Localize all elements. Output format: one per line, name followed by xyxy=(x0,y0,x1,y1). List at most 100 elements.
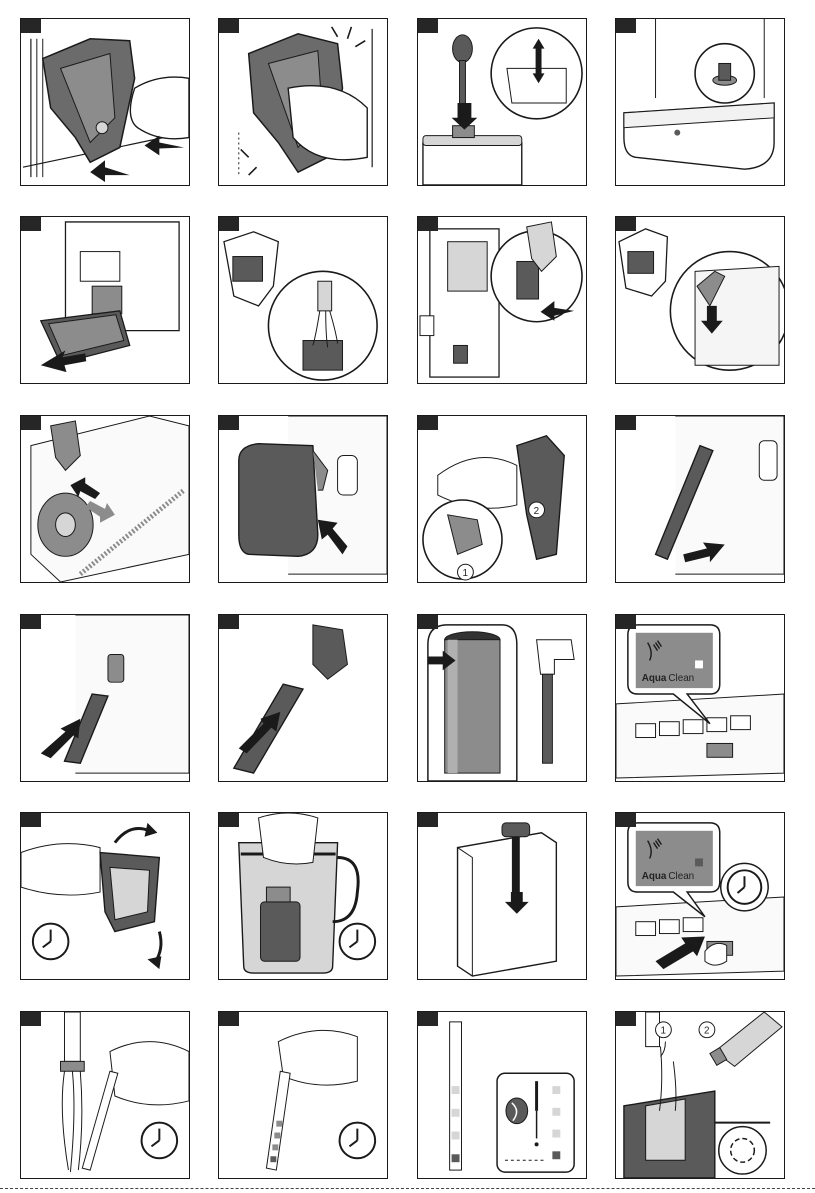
filter-soak-illustration xyxy=(219,813,387,979)
water-tank-icon xyxy=(458,833,557,976)
panel-milk-tube-inspect xyxy=(417,614,587,782)
milk-tube-inspect-illustration xyxy=(418,615,586,781)
machine-icon xyxy=(423,136,522,185)
step-badge xyxy=(616,813,636,827)
hand-icon xyxy=(130,77,189,139)
step-badge xyxy=(21,1012,41,1026)
coffee-funnel-illustration xyxy=(418,19,586,185)
drip-tray-illustration xyxy=(616,19,784,185)
panel-aquaclean-activate: Aqua Clean xyxy=(615,812,785,980)
page-footer-rule xyxy=(0,1188,815,1190)
milk-tube-clean-illustration xyxy=(219,615,387,781)
milk-tube-icon xyxy=(234,625,348,773)
milk-jug-remove-illustration xyxy=(219,416,387,582)
timer-icon xyxy=(340,1123,376,1159)
test-strip-dip-illustration xyxy=(21,1012,189,1178)
tap-icon xyxy=(61,1012,85,1071)
lubricate-rail-illustration xyxy=(616,217,784,383)
step-badge xyxy=(219,416,239,430)
panel-brew-group-insert xyxy=(218,18,388,186)
water-hardness-illustration xyxy=(418,1012,586,1178)
panel-filter-insert xyxy=(417,812,587,980)
step-number-1: 1 xyxy=(660,1026,666,1037)
timer-icon xyxy=(142,1123,178,1159)
brew-group-insert-illustration xyxy=(219,19,387,185)
step-badge xyxy=(21,19,41,33)
step-badge xyxy=(219,217,239,231)
hand-icon xyxy=(278,1030,357,1085)
magnifier-icon xyxy=(491,28,582,119)
panel-milk-jug-remove xyxy=(218,415,388,583)
panel-drip-tray-pull-out xyxy=(20,216,190,384)
panel-lubricate-brew-group xyxy=(417,216,587,384)
hardness-setting-card xyxy=(497,1073,574,1172)
panel-milk-tube-remove xyxy=(615,415,785,583)
panel-aquaclean-display-off: Aqua Clean xyxy=(615,614,785,782)
panel-test-strip-dip xyxy=(20,1011,190,1179)
step-badge xyxy=(219,19,239,33)
clean-label: Clean xyxy=(668,673,694,684)
panel-test-strip-wait xyxy=(218,1011,388,1179)
step-badge xyxy=(418,1012,438,1026)
timer-icon xyxy=(340,924,376,960)
hand-icon xyxy=(110,1042,189,1105)
aqua-label: Aqua xyxy=(642,673,667,684)
panel-water-hardness-chart xyxy=(417,1011,587,1179)
bottle-icon xyxy=(710,1012,782,1066)
step-badge xyxy=(418,416,438,430)
test-strip-icon xyxy=(266,1071,290,1170)
panel-water-tank-refill: 1 2 xyxy=(615,1011,785,1179)
brew-group-icon xyxy=(224,232,278,306)
step-number-2: 2 xyxy=(534,506,540,517)
test-strip-wait-illustration xyxy=(219,1012,387,1178)
step-badge xyxy=(418,813,438,827)
panel-drip-tray-indicator xyxy=(615,18,785,186)
water-tank-icon xyxy=(624,1047,715,1178)
control-panel-icon xyxy=(616,694,784,778)
magnifier-icon xyxy=(670,252,784,371)
step-number-1: 1 xyxy=(462,568,468,579)
panel-brew-group-remove xyxy=(20,18,190,186)
lubricate-brew-group-illustration xyxy=(418,217,586,383)
milk-carafe-icon xyxy=(239,444,328,557)
step-badge xyxy=(21,416,41,430)
step-badge xyxy=(418,19,438,33)
panel-lubricate-interior xyxy=(20,415,190,583)
step-badge xyxy=(616,416,636,430)
step-badge xyxy=(616,217,636,231)
step-badge xyxy=(616,615,636,629)
milk-carafe-icon xyxy=(517,436,564,560)
hand-icon xyxy=(21,844,100,895)
coffee-bean-icon xyxy=(506,1098,528,1124)
step-badge xyxy=(418,615,438,629)
panel-filter-soak xyxy=(218,812,388,980)
milk-jug-clean-illustration: 2 1 xyxy=(418,416,586,582)
step-number-2: 2 xyxy=(704,1026,710,1037)
recycle-icon xyxy=(715,1123,770,1174)
aquaclean-display-illustration: Aqua Clean xyxy=(616,615,784,781)
step-badge xyxy=(418,217,438,231)
brew-group-rinse-illustration xyxy=(219,217,387,383)
hand-icon xyxy=(438,458,517,509)
hand-icon xyxy=(259,813,318,864)
clean-label: Clean xyxy=(668,871,694,882)
panel-brew-group-rinse xyxy=(218,216,388,384)
test-strip-icon xyxy=(450,1022,462,1170)
aquaclean-activate-illustration: Aqua Clean xyxy=(616,813,784,979)
step-badge xyxy=(21,217,41,231)
step-badge xyxy=(616,19,636,33)
milk-tube-remove-illustration xyxy=(616,416,784,582)
brew-group-remove-illustration xyxy=(21,19,189,185)
timer-icon xyxy=(721,863,768,910)
panel-filter-shake xyxy=(20,812,190,980)
step-badge xyxy=(21,813,41,827)
panel-milk-tube-detach xyxy=(20,614,190,782)
milk-tube-detach-illustration xyxy=(21,615,189,781)
water-filter-icon xyxy=(100,853,159,932)
panel-lubricate-rail xyxy=(615,216,785,384)
drip-tray-pull-illustration xyxy=(21,217,189,383)
water-tank-refill-illustration: 1 2 xyxy=(616,1012,784,1178)
water-icon xyxy=(62,1071,82,1172)
filter-insert-illustration xyxy=(418,813,586,979)
panel-milk-jug-clean: 2 1 xyxy=(417,415,587,583)
